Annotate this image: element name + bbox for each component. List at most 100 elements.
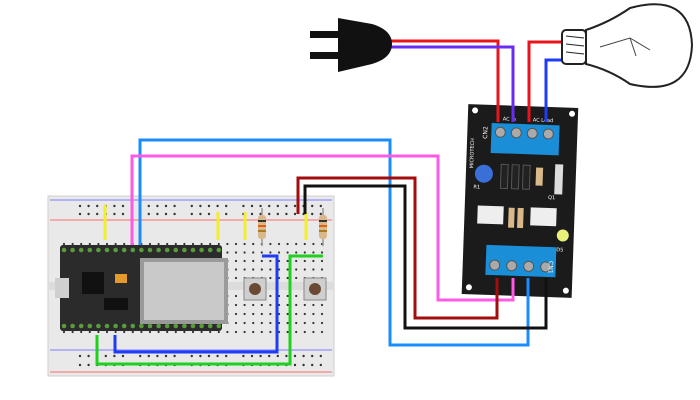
esp32-pin: [147, 323, 153, 329]
esp32-pin: [130, 247, 136, 253]
esp32-pin: [70, 247, 75, 253]
ac-load-label: AC Load: [533, 117, 554, 124]
breadboard-hole: [62, 242, 66, 246]
breadboard-hole: [234, 268, 238, 271]
breadboard-hole: [319, 212, 322, 216]
breadboard-hole: [80, 330, 83, 334]
breadboard-hole: [276, 212, 279, 216]
breadboard-hole: [97, 330, 100, 334]
breadboard-hole: [71, 242, 74, 246]
optocoupler: [477, 205, 504, 225]
resistor-label: R1: [473, 184, 480, 190]
breadboard-hole: [164, 204, 168, 208]
breadboard-hole: [295, 251, 298, 254]
esp32-pin: [139, 323, 144, 329]
wire-black: [303, 184, 548, 330]
breadboard-hole: [260, 312, 263, 316]
breadboard-hole: [156, 212, 159, 216]
potentiometer: [474, 164, 493, 183]
breadboard-hole: [78, 363, 82, 367]
breadboard-hole: [303, 251, 306, 254]
breadboard-hole: [123, 242, 126, 246]
breadboard-hole: [303, 321, 306, 325]
breadboard-hole: [269, 303, 272, 307]
breadboard-hole: [78, 204, 82, 208]
breadboard-hole: [268, 212, 271, 216]
breadboard-hole: [286, 276, 289, 280]
relay-module: MICROTECH CN2 CN1 AC In AC Load Q1 D5 R1: [461, 104, 579, 298]
breadboard-hole: [174, 242, 177, 246]
breadboard-hole: [139, 354, 142, 358]
breadboard-hole: [312, 259, 315, 263]
push-button[interactable]: [243, 277, 267, 301]
esp32-pin: [216, 247, 222, 253]
breadboard-hole: [269, 294, 272, 298]
breadboard-hole: [243, 251, 246, 254]
esp32-pin: [78, 247, 84, 253]
breadboard-hole: [260, 303, 263, 307]
breadboard-hole: [225, 204, 228, 208]
breadboard-hole: [260, 321, 263, 325]
breadboard-hole: [286, 330, 289, 334]
breadboard-hole: [113, 354, 116, 358]
breadboard-hole: [199, 204, 202, 208]
breadboard-hole: [311, 363, 314, 367]
breadboard-hole: [147, 354, 150, 358]
breadboard-hole: [173, 212, 176, 216]
breadboard-hole: [234, 259, 238, 263]
breadboard-hole: [293, 363, 297, 367]
breadboard-hole: [87, 354, 90, 358]
breadboard-hole: [225, 354, 228, 358]
breadboard-hole: [260, 259, 263, 263]
wire-blue-button: [113, 254, 279, 354]
esp32-pin: [182, 247, 187, 253]
esp32-pins: [61, 247, 222, 329]
breadboard-hole: [320, 259, 324, 263]
breadboard-hole: [295, 268, 298, 271]
breadboard-hole: [234, 303, 238, 307]
wire-ac-red-bulb: [527, 40, 575, 122]
breadboard-hole: [234, 312, 238, 316]
breadboard-hole: [183, 330, 186, 334]
esp32-pin: [156, 247, 161, 253]
breadboard-hole: [285, 354, 288, 358]
breadboard-hole: [156, 354, 159, 358]
breadboard-hole: [207, 204, 211, 208]
breadboard-hole: [216, 204, 219, 208]
breadboard-hole: [148, 242, 152, 246]
breadboard-hole: [259, 212, 262, 216]
breadboard-hole: [319, 204, 322, 208]
breadboard-hole: [260, 330, 263, 334]
breadboard-hole: [320, 251, 324, 254]
breadboard-hole: [252, 259, 255, 263]
breadboard-hole: [113, 204, 116, 208]
breadboard-hole: [199, 212, 202, 216]
esp32-pin: [190, 247, 196, 253]
breadboard-hole: [71, 330, 74, 334]
esp32-pin: [70, 323, 75, 329]
resistor: [258, 208, 266, 246]
breadboard-hole: [320, 321, 324, 325]
cn2-label: CN2: [482, 126, 489, 139]
breadboard-hole: [250, 212, 254, 216]
breadboard-hole: [276, 354, 279, 358]
breadboard-hole: [62, 330, 66, 334]
breadboard-hole: [312, 330, 315, 334]
esp32-pin: [147, 247, 153, 253]
breadboard-hole: [157, 330, 160, 334]
breadboard-hole: [174, 330, 177, 334]
breadboard-hole: [243, 321, 246, 325]
push-button[interactable]: [303, 277, 327, 301]
signal-wires: [130, 39, 575, 347]
breadboard-hole: [252, 330, 255, 334]
breadboard-hole: [243, 330, 246, 334]
breadboard-hole: [260, 268, 263, 271]
esp32-pin: [96, 247, 101, 253]
breadboard-hole: [140, 330, 143, 334]
wire-green-button: [95, 254, 323, 366]
breadboard-hole: [216, 354, 219, 358]
breadboard-hole: [114, 330, 117, 334]
breadboard-hole: [319, 363, 322, 367]
breadboard-hole: [312, 303, 315, 307]
